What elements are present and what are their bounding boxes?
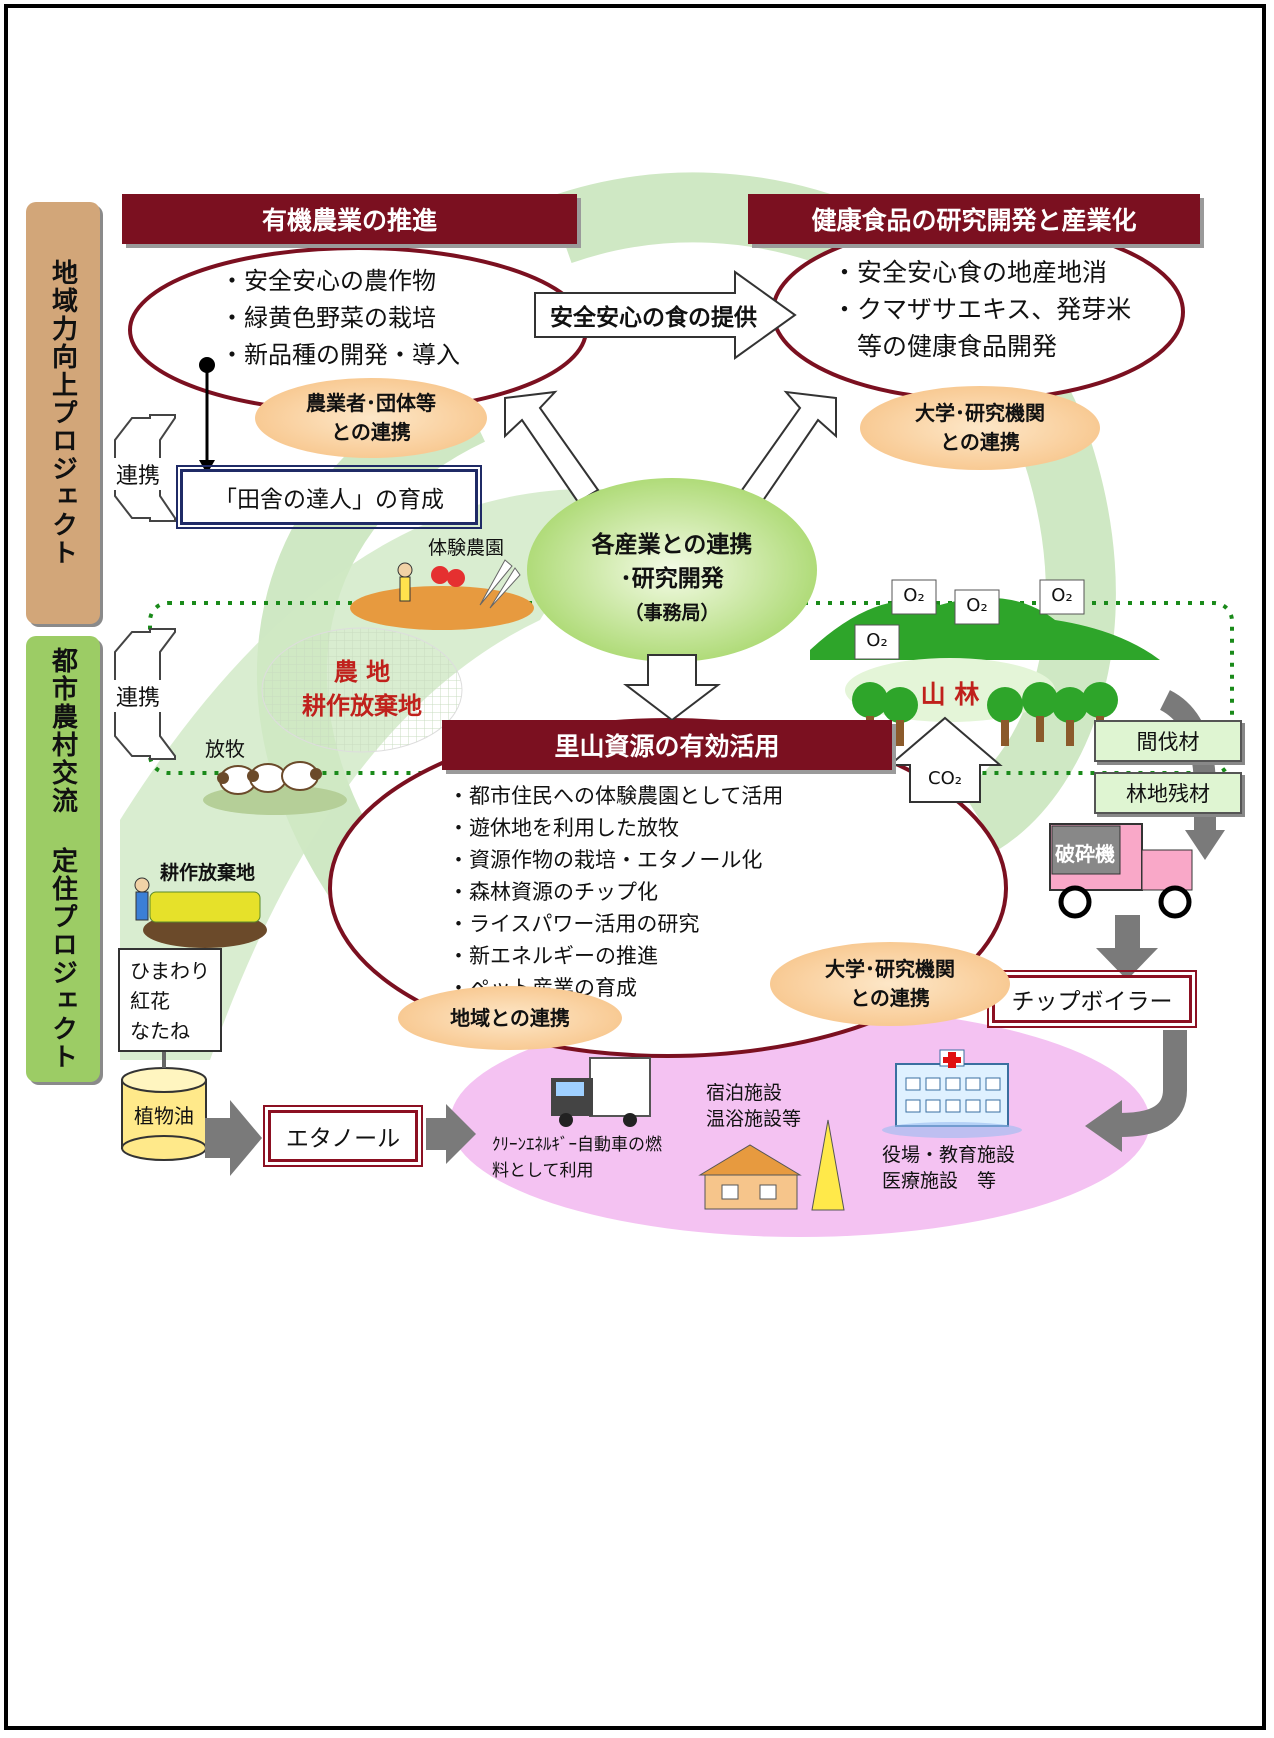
hub-arrow-up-left bbox=[504, 390, 600, 504]
crusher-label: 破砕機 bbox=[1055, 842, 1115, 866]
organic-bullet: ・安全安心の農作物 bbox=[220, 267, 436, 295]
health-title: 健康食品の研究開発と産業化 bbox=[748, 194, 1200, 244]
food-arrow bbox=[534, 270, 797, 360]
satoyama-bullet: ・新エネルギーの推進 bbox=[448, 944, 658, 968]
grazing-label: 放牧 bbox=[205, 737, 245, 761]
organic-bullet: ・緑黄色野菜の栽培 bbox=[220, 304, 436, 332]
organic-bubble: 農業者･団体等との連携 bbox=[255, 378, 487, 458]
satoyama-bullet: ・遊休地を利用した放牧 bbox=[448, 816, 679, 840]
side-label-bottom: 都市農村交流 定住プロジェクト bbox=[26, 636, 100, 1082]
link-label-bottom: 連携 bbox=[113, 680, 163, 712]
crops-box: ひまわり 紅花 なたね bbox=[118, 948, 222, 1052]
arrow-boiler-zone bbox=[1119, 1030, 1187, 1137]
oil-cylinder bbox=[121, 1067, 207, 1161]
thinning-box: 間伐材 bbox=[1094, 720, 1242, 762]
health-bubble-line2: との連携 bbox=[940, 430, 1020, 454]
farmland-label: 農 地 耕作放棄地 bbox=[282, 655, 442, 723]
abandoned-label: 耕作放棄地 bbox=[160, 862, 256, 884]
satoyama-bubble-right: 大学･研究機関との連携 bbox=[770, 942, 1010, 1026]
hub-arrow-down bbox=[623, 654, 721, 722]
health-bubble-line1: 大学･研究機関 bbox=[915, 401, 1045, 425]
organic-bubble-line1: 農業者･団体等 bbox=[306, 391, 436, 415]
hub-text: 各産業との連携 ･研究開発 （事務局） bbox=[572, 528, 772, 630]
farm-exp-label: 体験農園 bbox=[428, 537, 505, 559]
page-frame bbox=[4, 4, 1266, 1730]
satoyama-title: 里山資源の有効活用 bbox=[442, 720, 892, 770]
satoyama-bubble-right-line1: 大学･研究機関 bbox=[825, 957, 955, 981]
o2-label: O₂ bbox=[866, 630, 888, 651]
arrow-crusher-boiler bbox=[1096, 915, 1158, 980]
o2-boxes bbox=[854, 579, 1085, 660]
side-label-top: 地域力向上プロジェクト bbox=[26, 202, 100, 624]
lodging-line1: 宿泊施設 bbox=[706, 1082, 783, 1104]
hub-line3: （事務局） bbox=[624, 602, 720, 624]
health-bullets: ・安全安心食の地産地消 ・クマザサエキス、発芽米 等の健康食品開発 bbox=[832, 254, 1131, 365]
clean-energy-label: ｸﾘｰﾝｴﾈﾙｷﾞｰ自動車の燃 料として利用 bbox=[492, 1132, 662, 1184]
farmland-ellipse bbox=[261, 627, 463, 753]
satoyama-bullet: ・都市住民への体験農園として活用 bbox=[448, 784, 784, 808]
forest-label: 山 林 bbox=[920, 680, 980, 709]
satoyama-bubble-left: 地域との連携 bbox=[398, 986, 622, 1050]
health-bullet: 等の健康食品開発 bbox=[832, 332, 1058, 361]
o2-label: O₂ bbox=[966, 595, 988, 616]
farmer-head bbox=[397, 562, 413, 578]
sheep-icon bbox=[219, 761, 319, 795]
o2-label: O₂ bbox=[1051, 585, 1073, 606]
farm-soil bbox=[350, 586, 534, 630]
crop-item: 紅花 bbox=[130, 989, 170, 1013]
flower-field bbox=[149, 891, 261, 923]
truck-icon bbox=[551, 1057, 651, 1127]
co2-arrow bbox=[887, 716, 1003, 803]
hub-ellipse bbox=[527, 478, 817, 662]
hub-line2: ･研究開発 bbox=[620, 566, 724, 592]
crop-item: ひまわり bbox=[130, 959, 210, 983]
hospital-icon bbox=[882, 1049, 1022, 1138]
crusher-truck-icon bbox=[1049, 823, 1193, 919]
hub-arrow-up-right bbox=[740, 390, 837, 504]
farmland-line2: 耕作放棄地 bbox=[302, 692, 422, 720]
lodging-icon bbox=[698, 1119, 845, 1211]
health-bullet: ・安全安心食の地産地消 bbox=[832, 258, 1108, 287]
organic-bubble-line2: との連携 bbox=[331, 420, 411, 444]
satoyama-bullet: ・森林資源のチップ化 bbox=[448, 880, 658, 904]
satoyama-bullets: ・都市住民への体験農園として活用 ・遊休地を利用した放牧 ・資源作物の栽培・エタ… bbox=[448, 780, 783, 1004]
public-line1: 役場・教育施設 bbox=[882, 1144, 1016, 1166]
master-box: 「田舎の達人」の育成 bbox=[176, 465, 482, 529]
public-label: 役場・教育施設 医療施設 等 bbox=[882, 1142, 1015, 1194]
lodging-label: 宿泊施設 温浴施設等 bbox=[706, 1080, 801, 1132]
farmer-2-head bbox=[134, 877, 150, 893]
ethanol-box: エタノール bbox=[263, 1105, 423, 1167]
radish bbox=[479, 559, 513, 606]
satoyama-bullet: ・資源作物の栽培・エタノール化 bbox=[448, 848, 763, 872]
hub-line1: 各産業との連携 bbox=[591, 532, 753, 558]
arrow-ethanol-zone bbox=[426, 1104, 476, 1164]
tomato bbox=[431, 566, 449, 584]
satoyama-bullet: ・ライスパワー活用の研究 bbox=[448, 912, 700, 936]
satoyama-bubble-right-line2: との連携 bbox=[850, 986, 930, 1010]
organic-bullet: ・新品種の開発・導入 bbox=[220, 341, 460, 369]
public-line2: 医療施設 等 bbox=[882, 1170, 997, 1192]
organic-title: 有機農業の推進 bbox=[122, 194, 577, 244]
arrow-oil-ethanol bbox=[205, 1100, 262, 1176]
farmland-line1: 農 地 bbox=[333, 658, 391, 686]
organic-bullets: ・安全安心の農作物 ・緑黄色野菜の栽培 ・新品種の開発・導入 bbox=[220, 263, 460, 374]
crop-item: なたね bbox=[130, 1019, 190, 1043]
lodging-line2: 温浴施設等 bbox=[706, 1108, 802, 1130]
chip-boiler-box: チップボイラー bbox=[987, 970, 1197, 1028]
oil-label: 植物油 bbox=[134, 1104, 194, 1128]
residue-box: 林地残材 bbox=[1094, 772, 1242, 814]
link-arrow-head bbox=[199, 460, 215, 474]
clean-energy-line1: ｸﾘｰﾝｴﾈﾙｷﾞｰ自動車の燃 bbox=[492, 1135, 662, 1155]
link-label-top: 連携 bbox=[113, 458, 163, 490]
food-arrow-label: 安全安心の食の提供 bbox=[550, 305, 757, 331]
o2-label: O₂ bbox=[903, 585, 925, 606]
clean-energy-line2: 料として利用 bbox=[492, 1161, 594, 1181]
co2-label: CO₂ bbox=[928, 768, 962, 789]
health-bubble: 大学･研究機関との連携 bbox=[860, 386, 1100, 470]
health-bullet: ・クマザサエキス、発芽米 bbox=[832, 295, 1132, 324]
